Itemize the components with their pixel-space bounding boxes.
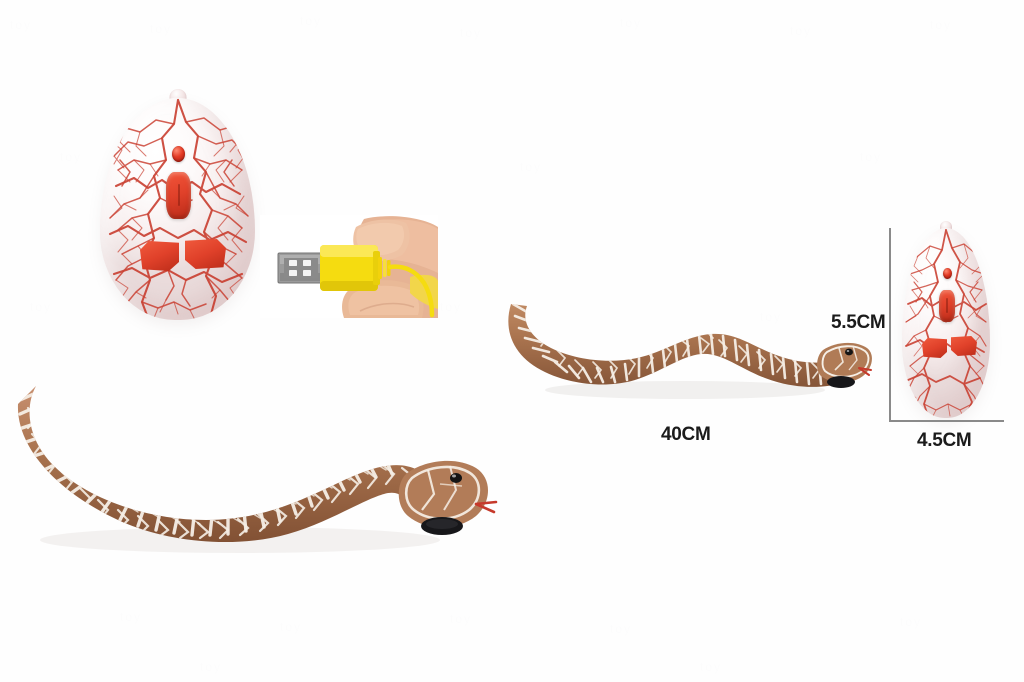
watermark-text: toy	[930, 18, 953, 32]
thumb-crease	[359, 302, 415, 312]
led-indicator-icon	[943, 268, 952, 279]
watermark-text: toy	[790, 24, 813, 38]
watermark-text: toy	[10, 18, 33, 32]
watermark-text: toy	[440, 300, 463, 314]
usb-connector-icon	[277, 252, 325, 284]
cable-strain-relief	[378, 257, 391, 279]
watermark-text: toy	[900, 615, 923, 629]
width-dimension-label: 4.5CM	[917, 430, 972, 451]
egg-button-cluster	[100, 98, 255, 320]
usb-yellow-housing	[320, 245, 380, 291]
snake-body	[508, 304, 845, 387]
watermark-text: toy	[450, 612, 473, 626]
crackle-pattern	[108, 98, 249, 320]
snake-illustration-small	[508, 304, 872, 399]
usb-cable-wire	[387, 264, 435, 318]
power-button[interactable]	[939, 290, 955, 322]
watermark-text: toy	[610, 622, 633, 636]
watermark-text: toy	[460, 26, 483, 40]
watermark-text: toy	[280, 620, 303, 634]
snake-eye	[450, 473, 462, 483]
snake-wheel	[827, 376, 855, 388]
egg-button-cluster	[902, 228, 990, 418]
direction-right-button[interactable]	[185, 239, 226, 269]
height-bracket-line	[889, 228, 891, 422]
egg-remote-large[interactable]	[100, 89, 255, 320]
watermark-text: toy	[120, 610, 143, 624]
led-indicator-icon	[172, 146, 185, 162]
watermark-text: toy	[520, 160, 543, 174]
egg-shell	[902, 228, 990, 418]
snake-tongue	[474, 500, 498, 514]
height-dimension-label: 5.5CM	[831, 312, 886, 333]
width-bracket-line	[889, 420, 1004, 422]
snake-scale-pattern	[18, 390, 414, 540]
snake-eye	[845, 348, 853, 356]
egg-remote-small[interactable]	[902, 221, 990, 418]
length-dimension-label: 40CM	[661, 424, 711, 445]
watermark-text: toy	[30, 300, 53, 314]
watermark-text: toy	[300, 14, 323, 28]
snake-shadow	[545, 381, 825, 399]
snake-toy-small	[505, 290, 875, 420]
watermark-text: toy	[700, 660, 723, 674]
watermark-text: toy	[620, 16, 643, 30]
usb-cable-illustration	[260, 215, 438, 318]
direction-left-button[interactable]	[140, 241, 179, 271]
snake-head	[817, 342, 872, 388]
direction-right-button[interactable]	[951, 336, 977, 356]
egg-shell	[100, 98, 255, 320]
snake-body	[17, 386, 433, 543]
watermark-text: toy	[860, 150, 883, 164]
snake-tongue	[858, 367, 872, 376]
power-button[interactable]	[166, 172, 191, 219]
watermark-text: toy	[150, 22, 173, 36]
usb-charging-photo	[260, 215, 438, 318]
watermark-text: toy	[200, 660, 223, 674]
snake-head	[398, 460, 498, 535]
direction-left-button[interactable]	[922, 338, 947, 358]
watermark-text: toy	[60, 150, 83, 164]
snake-illustration-large	[17, 386, 498, 553]
snake-toy-large	[10, 378, 510, 578]
snake-scale-pattern	[511, 304, 836, 386]
